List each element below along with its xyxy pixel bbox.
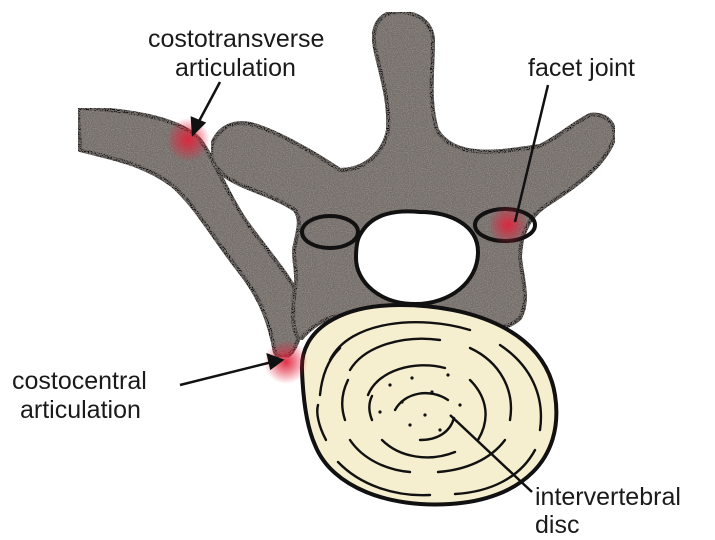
vertebral-foramen xyxy=(356,211,478,304)
costocentral-leader xyxy=(180,362,272,385)
facet-joint-label: facet joint xyxy=(528,54,635,82)
costocentral-label-line1: costocentral xyxy=(12,367,147,395)
costocentral-label-line2: articulation xyxy=(20,396,141,424)
costotransverse-label-line2: articulation xyxy=(175,54,296,82)
costotransverse-label-line1: costotransverse xyxy=(148,25,324,53)
intervertebral-disc-label-line1: intervertebral xyxy=(535,483,681,511)
costotransverse-leader xyxy=(197,82,220,125)
intervertebral-disc-label-line2: disc xyxy=(535,511,579,539)
facet-joint-highlight xyxy=(488,205,528,245)
intervertebral-disc xyxy=(302,305,556,505)
